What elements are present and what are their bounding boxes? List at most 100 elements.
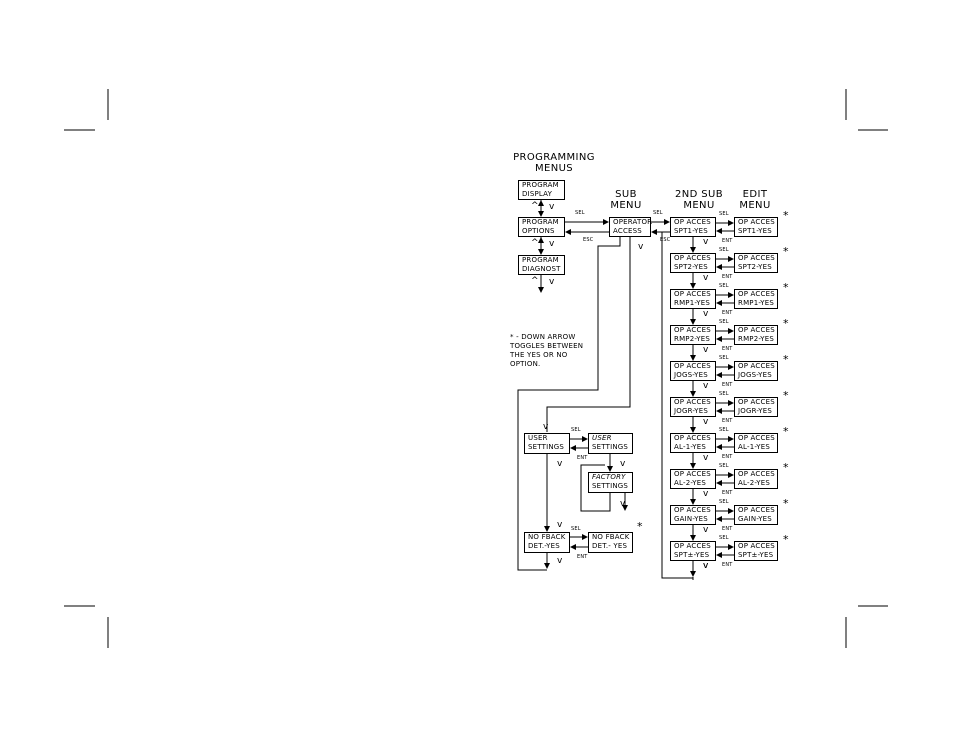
- program-diagnost-box[interactable]: PROGRAM DIAGNOST: [518, 255, 565, 275]
- ent-key-label: ENT: [577, 455, 588, 461]
- toggle-star: *: [783, 497, 789, 510]
- item-line-1: OP ACCES: [674, 254, 711, 262]
- item-line-2: SPT1-YES: [674, 227, 708, 235]
- edit-line-1: OP ACCES: [738, 398, 775, 406]
- no-fback-edit-box[interactable]: NO FBACK DET.- YES: [588, 532, 633, 553]
- user-settings-edit-box[interactable]: USER SETTINGS: [588, 433, 633, 454]
- edit-line-2: GAIN-YES: [738, 515, 772, 523]
- item-line-2: JOGR-YES: [674, 407, 709, 415]
- ent-key-label: ENT: [722, 454, 733, 460]
- down-arrow-icon: v: [703, 561, 709, 571]
- ent-key-label: ENT: [722, 562, 733, 568]
- toggle-star: *: [783, 389, 789, 402]
- down-arrow-icon: v: [549, 202, 555, 212]
- edit-line-2: SPT±-YES: [738, 551, 774, 559]
- toggle-star: *: [783, 533, 789, 546]
- sel-key-label: SEL: [719, 355, 729, 361]
- item-line-1: OP ACCES: [674, 434, 711, 442]
- edit-line-1: OP ACCES: [738, 254, 775, 262]
- edit-line-1: OP ACCES: [738, 434, 775, 442]
- down-arrow-icon: v: [703, 489, 709, 499]
- no-fback-box[interactable]: NO FBACK DET.-YES: [524, 532, 570, 553]
- toggle-note: * - DOWN ARROW TOGGLES BETWEEN THE YES O…: [510, 333, 584, 368]
- down-arrow-icon: v: [557, 520, 563, 530]
- down-arrow-icon: v: [703, 237, 709, 247]
- down-arrow-icon: v: [703, 561, 709, 571]
- down-arrow-icon: v: [620, 459, 626, 469]
- item-line-2: RMP2-YES: [674, 335, 711, 343]
- edit-line-1: OP ACCES: [738, 218, 775, 226]
- item-line-2: RMP1-YES: [674, 299, 711, 307]
- edit-line-2: RMP1-YES: [738, 299, 775, 307]
- program-display-box[interactable]: PROGRAM DISPLAY: [518, 180, 565, 200]
- edit-line-2: AL-1-YES: [738, 443, 770, 451]
- operator-access-box[interactable]: OPERATOR ACCESS: [609, 217, 652, 237]
- user-settings-box[interactable]: USER SETTINGS: [524, 433, 570, 454]
- up-arrow-icon: ^: [531, 201, 539, 211]
- down-arrow-icon: v: [557, 459, 563, 469]
- sel-key-label: SEL: [719, 391, 729, 397]
- edit-line-2: SPT2-YES: [738, 263, 772, 271]
- esc-key-label: ESC: [660, 237, 671, 243]
- edit-line-2: RMP2-YES: [738, 335, 775, 343]
- down-arrow-icon: v: [703, 381, 709, 391]
- esc-key-label: ESC: [583, 237, 594, 243]
- sel-key-label: SEL: [719, 211, 729, 217]
- sel-key-label: SEL: [719, 319, 729, 325]
- item-line-1: OP ACCES: [674, 542, 711, 550]
- item-line-2: SPT2-YES: [674, 263, 708, 271]
- toggle-star: *: [783, 245, 789, 258]
- edit-line-2: SPT1-YES: [738, 227, 772, 235]
- sel-key-label: SEL: [719, 535, 729, 541]
- item-line-1: OP ACCES: [674, 470, 711, 478]
- crop-marks: [64, 89, 888, 648]
- sel-key-label: SEL: [571, 526, 581, 532]
- factory-settings-box[interactable]: FACTORY SETTINGS: [588, 472, 633, 493]
- ent-key-label: ENT: [722, 418, 733, 424]
- toggle-star: *: [783, 353, 789, 366]
- item-line-1: OP ACCES: [674, 398, 711, 406]
- edit-line-1: OP ACCES: [738, 542, 775, 550]
- sel-key-label: SEL: [719, 427, 729, 433]
- sel-key-label: SEL: [653, 210, 663, 216]
- toggle-star: *: [783, 317, 789, 330]
- sel-key-label: SEL: [719, 463, 729, 469]
- item-line-1: OP ACCES: [674, 362, 711, 370]
- program-options-box[interactable]: PROGRAM OPTIONS: [518, 217, 565, 237]
- sel-key-label: SEL: [719, 499, 729, 505]
- item-line-2: JOGS-YES: [674, 371, 708, 379]
- item-line-1: OP ACCES: [674, 218, 711, 226]
- ent-key-label: ENT: [577, 554, 588, 560]
- sel-key-label: SEL: [575, 210, 585, 216]
- item-line-1: OP ACCES: [674, 326, 711, 334]
- sel-key-label: SEL: [719, 247, 729, 253]
- edit-line-1: OP ACCES: [738, 506, 775, 514]
- up-arrow-icon: ^: [531, 276, 539, 286]
- item-line-2: SPT±-YES: [674, 551, 710, 559]
- sel-key-label: SEL: [719, 283, 729, 289]
